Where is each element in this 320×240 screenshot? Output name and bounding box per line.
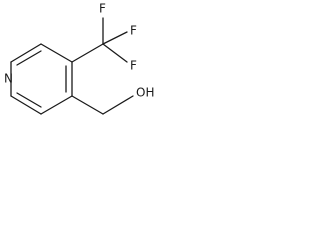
ring-bond-n-c6 (10, 43, 42, 63)
ring-double-bond-c2-n (16, 92, 42, 108)
bond-ring-ch2 (71, 95, 104, 115)
bond-ring-cf3 (71, 43, 104, 63)
fluorine-top-label: F (99, 2, 106, 16)
ring-double-bond-n-c6 (16, 50, 42, 66)
fluorine-lower-label: F (130, 59, 137, 73)
pyridine-methanol-structure: N F F F OH (4, 2, 154, 115)
ring-bond-c3-c2 (40, 95, 73, 115)
fluorine-right-label: F (130, 24, 137, 38)
bond-c-f-lower (102, 43, 128, 63)
ring-bond-c2-n (10, 95, 42, 115)
ring-bond-c6-c4 (40, 43, 73, 63)
bond-ch2-o (102, 95, 134, 115)
bond-c-f-right (102, 31, 128, 45)
hydroxyl-label: OH (136, 86, 154, 100)
nitrogen-label: N (4, 72, 13, 86)
